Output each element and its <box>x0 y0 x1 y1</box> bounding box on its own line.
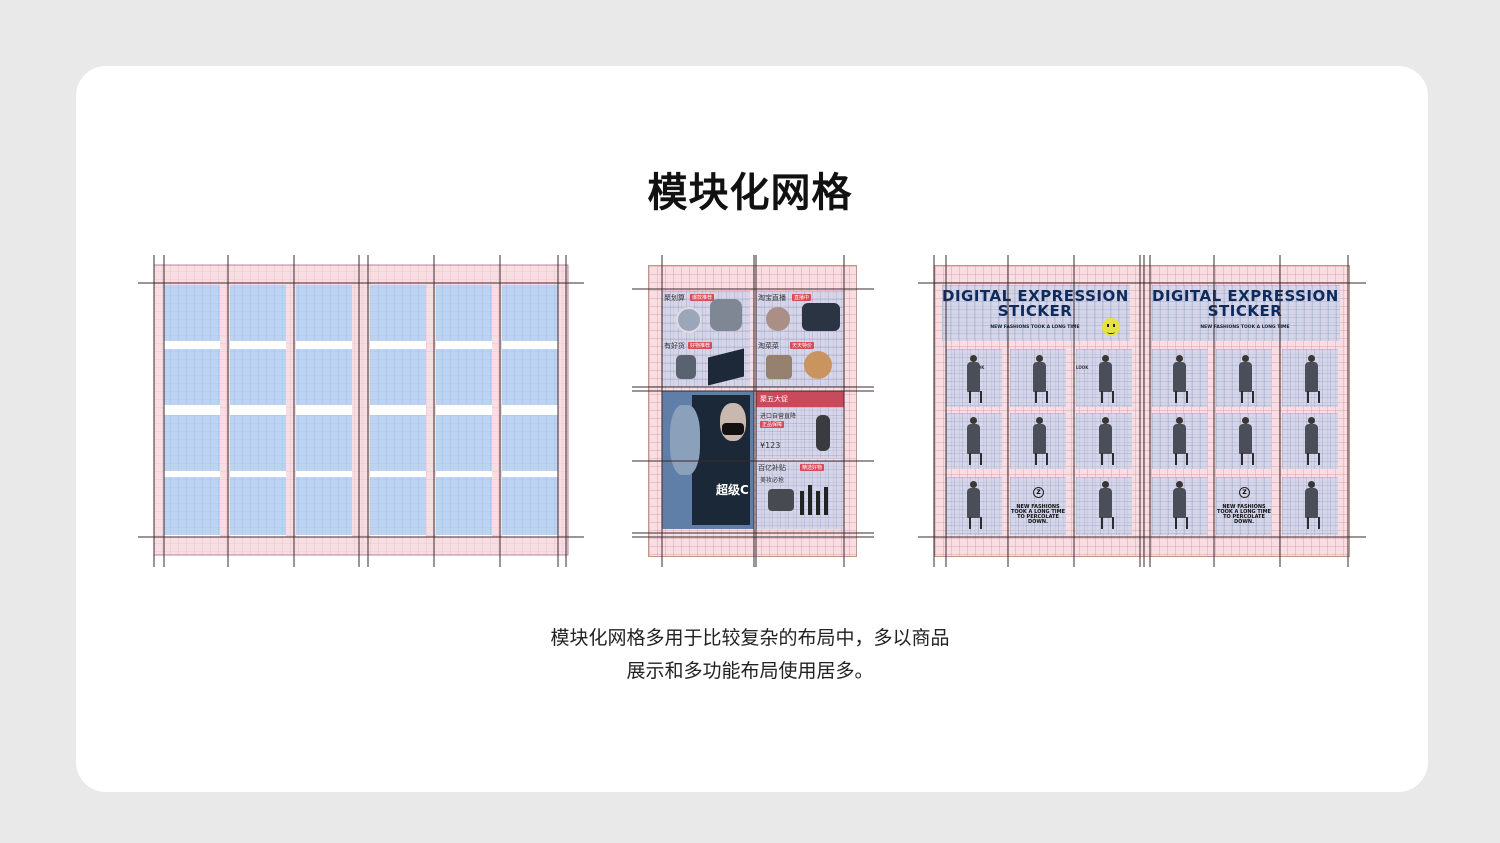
poster-module-text-left: NEW FASHIONS TOOK A LONG TIME TO PERCOLA… <box>1010 504 1066 525</box>
shop-tag: 直播中 <box>792 294 812 301</box>
poster-module-text-right: NEW FASHIONS TOOK A LONG TIME TO PERCOLA… <box>1216 504 1272 525</box>
poster-subtitle-left: NEW FASHIONS TOOK A LONG TIME <box>990 325 1080 330</box>
shop-label-live: 淘宝直播 <box>758 294 786 302</box>
shop-label-subsidy: 百亿补贴 <box>758 464 786 472</box>
z-logo-icon: Z <box>1033 487 1044 498</box>
shop-tag: 天天特价 <box>790 342 815 349</box>
description-line-1: 模块化网格多用于比较复杂的布局中，多以商品 <box>550 627 950 649</box>
poster-title-left-2: STICKER <box>997 302 1073 320</box>
shop-tag: 爆款推荐 <box>690 294 715 301</box>
poster-title-left: DIGITAL EXPRESSION <box>942 287 1129 305</box>
shop-tag: 正品保障 <box>760 421 785 428</box>
shop-subsidy-sub: 美妆必抢 <box>760 477 785 484</box>
modular-grid-diagram <box>138 255 584 567</box>
description-line-2: 展示和多功能布局使用居多。 <box>626 660 874 682</box>
shop-tag: 精选好物 <box>800 464 825 471</box>
poster-subtitle-right: NEW FASHIONS TOOK A LONG TIME <box>1200 325 1290 330</box>
description: 模块化网格多用于比较复杂的布局中，多以商品 展示和多功能布局使用居多。 <box>0 622 1500 688</box>
shop-layout-example: 聚划算 淘宝直播 有好货 淘菜菜 聚五大促 进口自营直降 百亿补贴 超级C ¥1… <box>632 255 874 567</box>
page-title: 模块化网格 <box>647 170 853 216</box>
shop-label-super: 超级C <box>716 483 749 497</box>
shop-tag: 好物推荐 <box>688 342 713 349</box>
smiley-icon <box>1102 318 1120 336</box>
shop-label-haohuo: 有好货 <box>664 342 685 350</box>
shop-label-juhuasuan: 聚划算 <box>664 294 685 302</box>
shop-price: ¥123 <box>760 441 781 450</box>
shop-label-taocai: 淘菜菜 <box>758 342 779 350</box>
z-logo-icon: Z <box>1239 487 1250 498</box>
shop-label-promo: 聚五大促 <box>760 395 788 403</box>
look-label: LOOK <box>1076 365 1089 370</box>
poster-title-right: DIGITAL EXPRESSION <box>1152 287 1339 305</box>
shop-label-import: 进口自营直降 <box>760 413 797 420</box>
poster-title-right-2: STICKER <box>1207 302 1283 320</box>
poster-layout-example: DIGITAL EXPRESSION STICKER NEW FASHIONS … <box>918 255 1366 567</box>
